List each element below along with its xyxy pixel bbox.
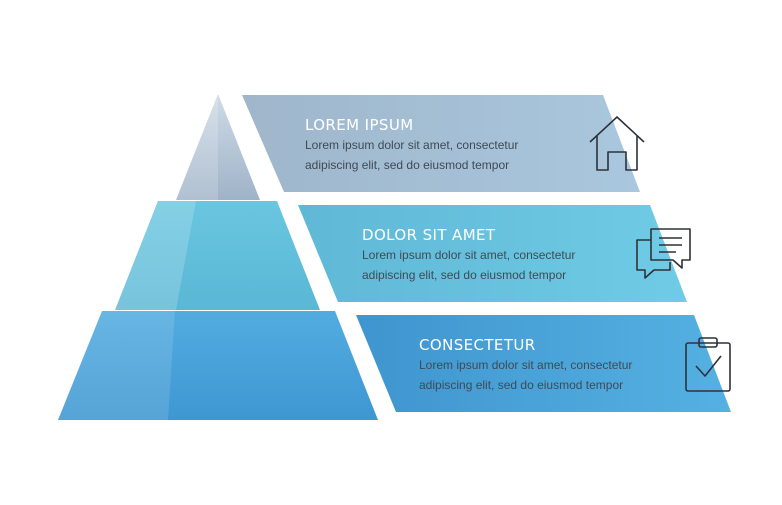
level-3-title: CONSECTETUR <box>419 336 536 354</box>
level-3-text-line-2: adipiscing elit, sed do eiusmod tempor <box>419 378 624 392</box>
level-2-text-line-1: Lorem ipsum dolor sit amet, consectetur <box>362 248 576 262</box>
pyramid-tier-top-shade <box>176 94 218 200</box>
level-2-text-line-2: adipiscing elit, sed do eiusmod tempor <box>362 268 567 282</box>
pyramid-tier-bottom <box>58 311 378 420</box>
level-1-text-line-2: adipiscing elit, sed do eiusmod tempor <box>305 158 510 172</box>
pyramid-tier-bottom-shade <box>58 311 175 420</box>
level-1-title: LOREM IPSUM <box>305 116 414 134</box>
chat-icon <box>636 228 691 279</box>
pyramid-tier-top <box>176 94 260 200</box>
level-1-text-line-1: Lorem ipsum dolor sit amet, consectetur <box>305 138 519 152</box>
pyramid-tier-middle <box>115 201 320 310</box>
level-2-title: DOLOR SIT AMET <box>362 226 496 244</box>
banner-middle <box>298 205 687 302</box>
clipboard-check-icon <box>685 337 731 392</box>
level-3-text-line-1: Lorem ipsum dolor sit amet, consectetur <box>419 358 633 372</box>
banner-top <box>242 95 640 192</box>
pyramid-tier-middle-shade <box>115 201 196 310</box>
home-icon <box>589 116 645 171</box>
banner-bottom <box>356 315 731 412</box>
